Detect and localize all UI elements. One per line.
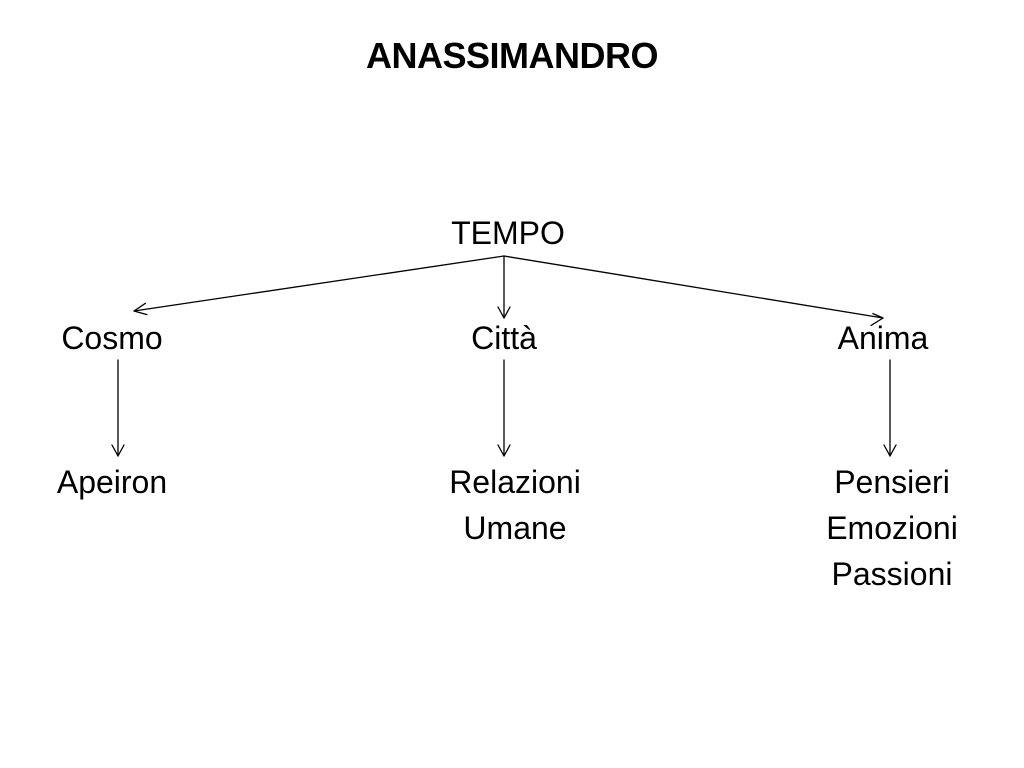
node-apeiron-label: Apeiron [56, 464, 168, 500]
arrowhead-anima [870, 312, 884, 327]
node-tempo-label: TEMPO [451, 215, 565, 251]
node-cosmo: Cosmo [32, 315, 192, 361]
node-tempo: TEMPO [408, 210, 608, 256]
node-cosmo-label: Cosmo [61, 320, 163, 356]
node-passioni-label: Passioni [831, 556, 953, 592]
slide-title: ANASSIMANDRO [365, 35, 659, 76]
arrowhead-relazioni [497, 444, 511, 457]
arrow-tempo-to-anima [503, 255, 884, 319]
node-citta-label: Città [471, 320, 537, 356]
node-relazioni-umane: Relazioni Umane [410, 459, 620, 551]
node-pensieri-label: Pensieri [834, 464, 950, 500]
arrowhead-cosmo [133, 302, 148, 316]
node-anima-label: Anima [837, 320, 929, 356]
arrowhead-citta [497, 306, 511, 319]
arrowhead-pensieri [883, 444, 897, 457]
node-emozioni-label: Emozioni [826, 510, 958, 546]
node-relazioni-label: Relazioni [449, 464, 581, 500]
node-pensieri-emozioni-passioni: Pensieri Emozioni Passioni [787, 459, 997, 597]
node-anima: Anima [803, 315, 963, 361]
node-apeiron: Apeiron [22, 459, 202, 505]
arrowhead-apeiron [111, 444, 125, 457]
node-umane-label: Umane [463, 510, 567, 546]
node-citta: Città [424, 315, 584, 361]
arrow-tempo-to-cosmo [133, 255, 505, 312]
